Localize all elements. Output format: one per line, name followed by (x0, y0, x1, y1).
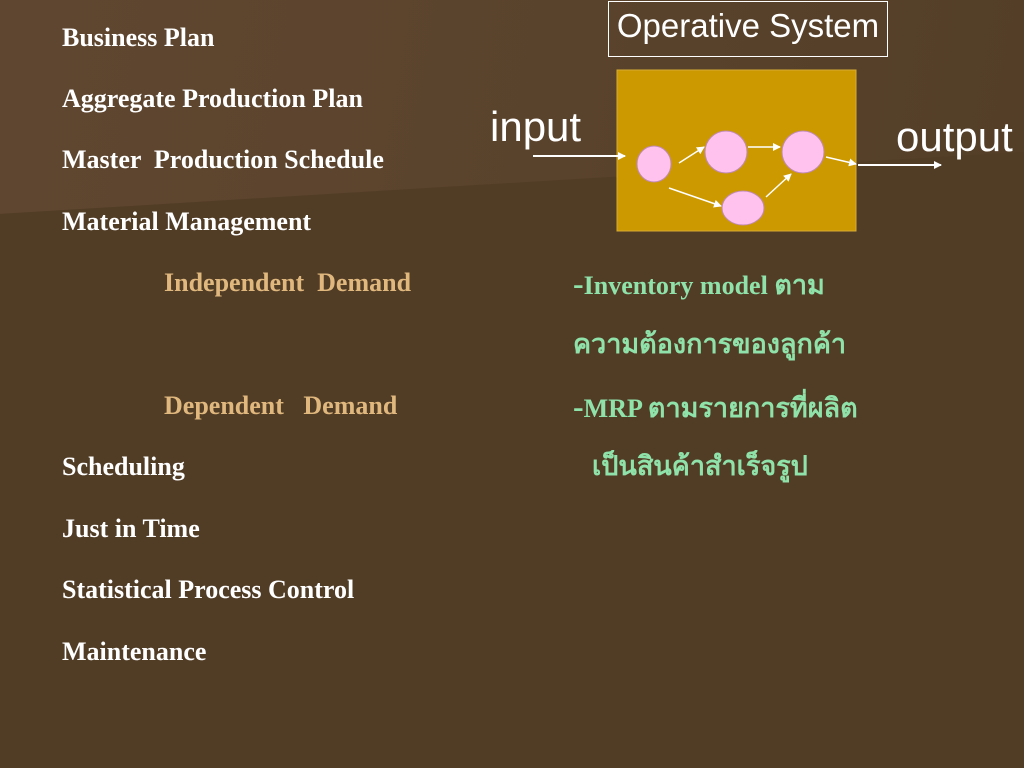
flow-arrow-4 (765, 173, 792, 198)
material-management-text: Material Management (62, 207, 312, 236)
inventory-model-label: Inventory model (583, 271, 775, 300)
inventory-model-note: -Inventory model ตาม (573, 265, 825, 301)
aggregate-production-plan-text: Aggregate Production Plan (62, 84, 363, 113)
flow-arrow-3 (668, 187, 722, 208)
just-in-time-text: Just in Time (62, 514, 200, 543)
input-label: input (490, 103, 582, 150)
flow-arrow-5 (825, 156, 857, 167)
maintenance-text: Maintenance (62, 637, 207, 666)
independent-demand-text: Independent Demand (164, 268, 412, 297)
process-node-3 (781, 130, 825, 174)
business-plan-text: Business Plan (62, 23, 215, 52)
mrp-note: -MRP ตามรายการที่ผลิต (573, 388, 858, 424)
process-node-4 (721, 190, 765, 226)
operative-system-title: Operative System (608, 1, 888, 57)
inventory-model-thai: ตาม (774, 270, 825, 301)
customer-need-note: ความต้องการของลูกค้า (573, 329, 847, 360)
inventory-model-dash: - (573, 265, 584, 301)
flow-arrow-1 (678, 146, 705, 164)
scheduling-text: Scheduling (62, 452, 185, 481)
mrp-dash: - (573, 388, 584, 424)
mrp-label: MRP (583, 394, 648, 423)
output-label: output (896, 113, 1013, 160)
process-node-2 (704, 130, 748, 174)
statistical-process-control-text: Statistical Process Control (62, 575, 355, 604)
process-node-1 (636, 145, 672, 183)
mrp-thai: ตามรายการที่ผลิต (647, 393, 858, 424)
master-production-schedule-text: Master Production Schedule (62, 145, 384, 174)
dependent-demand-text: Dependent Demand (164, 391, 398, 420)
finished-goods-note: เป็นสินค้าสำเร็จรูป (592, 451, 808, 482)
